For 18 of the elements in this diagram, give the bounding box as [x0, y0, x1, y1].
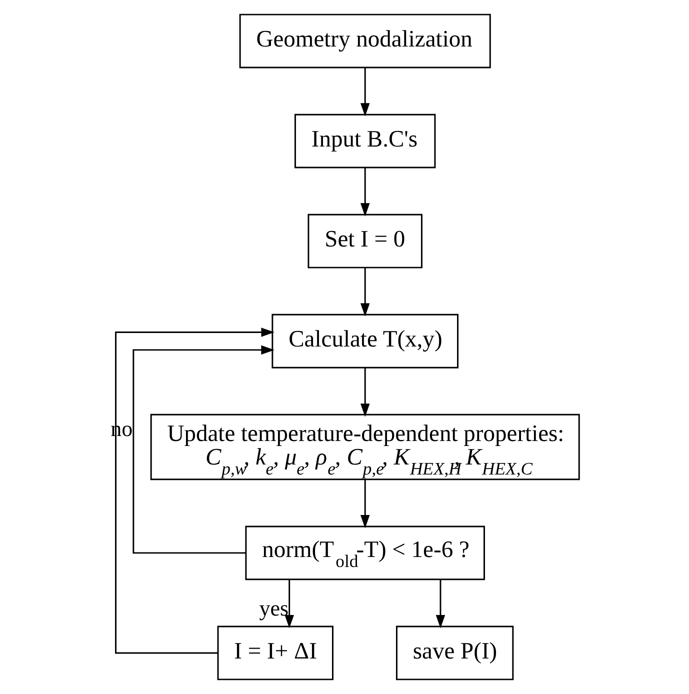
node-box: I = I+ ΔI: [217, 626, 334, 680]
node-box: norm(T$_{old}$-T) < 1e-6 ?: [245, 526, 485, 580]
arrow: [360, 268, 370, 316]
arrow: [436, 580, 446, 628]
node-box: Calculate T(x,y): [272, 314, 458, 368]
arrow: [284, 580, 294, 628]
node-box: Input B.C's: [294, 114, 436, 168]
edge-label: yes: [259, 595, 289, 620]
arrow: [360, 68, 370, 116]
arrow: [360, 168, 370, 216]
node-box: Set I = 0: [308, 214, 422, 268]
node-box: Update temperature-dependent properties: C$_{p,w}$, k$_{e}$, μ$_{e}$, ρ$_{e}$, C$_{p,e}$, K$_{HEX,H}$, K$_{HEX,C}$: [150, 414, 580, 480]
arrow: [360, 368, 370, 417]
node-box: save P(I): [396, 626, 514, 680]
arrow: [132, 345, 274, 554]
arrow: [360, 480, 370, 528]
node-box: Geometry nodalization: [239, 14, 491, 68]
arrow: [115, 328, 274, 654]
